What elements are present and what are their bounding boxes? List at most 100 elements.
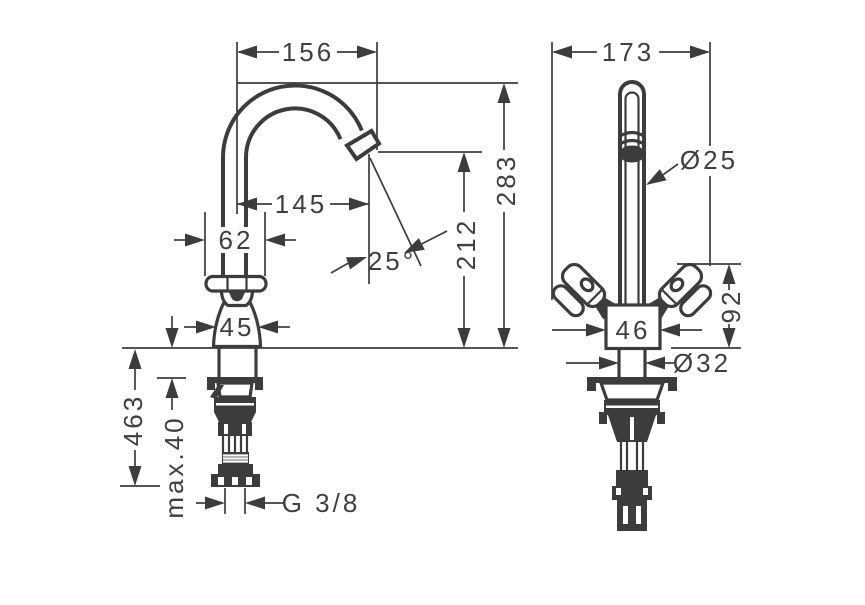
arrowhead	[196, 320, 216, 334]
dim-outlet-height: 212	[378, 151, 482, 348]
handle-stem	[228, 290, 246, 302]
dim-handle-height: 92	[671, 263, 746, 349]
spout-column-outline	[618, 80, 646, 306]
faucet-front	[551, 80, 720, 531]
washer	[598, 381, 666, 402]
arrowhead	[690, 45, 710, 59]
cross-handle-left	[551, 262, 618, 320]
arrowhead	[165, 328, 179, 348]
connector-slit	[232, 477, 238, 485]
arrowhead	[404, 238, 425, 253]
clamp-clip	[210, 385, 224, 399]
dimensions-side: 25° 156 145	[118, 37, 521, 519]
arrowhead	[128, 466, 142, 486]
coupling	[218, 464, 253, 474]
arrowhead	[497, 83, 511, 103]
below-deck-length-label: 463	[118, 394, 148, 446]
dim-below-deck-length: 463	[118, 349, 160, 487]
spray-angle-label: 25°	[368, 246, 416, 276]
handle-arm-line	[586, 288, 604, 306]
arrowhead	[346, 257, 367, 270]
arrowhead	[646, 169, 667, 185]
body-cone	[211, 296, 263, 349]
leader-line	[662, 163, 679, 176]
arrowhead	[457, 328, 471, 348]
underdeck-front	[587, 377, 677, 531]
spout-band	[619, 130, 645, 146]
spout-column-inner	[624, 91, 640, 306]
arrowhead	[660, 323, 680, 337]
connector-block	[612, 486, 652, 500]
clamp-taper	[214, 412, 256, 422]
dim-base-width: 45	[184, 312, 290, 342]
side-tab	[657, 412, 665, 424]
dim-body-width: 46	[552, 315, 702, 345]
nut-slit	[224, 424, 228, 434]
arrowhead	[258, 320, 278, 334]
overall-height-label: 283	[491, 154, 521, 206]
clamp-slit	[216, 403, 254, 406]
dim-overall-width: 173	[551, 37, 711, 300]
arrowhead	[586, 323, 606, 337]
dim-supply-thread: G 3/8	[196, 488, 357, 518]
supply-pipes	[221, 436, 249, 455]
spout-reach-outlet-label: 145	[275, 189, 327, 219]
dim-spout-reach-outlet: 145	[237, 189, 369, 219]
flange-foot	[255, 383, 263, 390]
clamp-slit	[606, 405, 658, 408]
arrowhead	[497, 328, 511, 348]
leader-line	[330, 262, 349, 274]
arrowhead	[357, 45, 377, 59]
handle-height-label: 92	[716, 289, 746, 324]
arrowhead	[599, 356, 619, 370]
connector-slit	[246, 477, 252, 485]
mounting-flange	[207, 377, 263, 383]
flange-foot	[668, 383, 677, 391]
side-tab	[599, 412, 607, 424]
connector-lower	[617, 500, 647, 531]
connector-slit	[616, 488, 621, 495]
connector-slit	[643, 488, 648, 495]
arrowhead	[185, 233, 205, 247]
handle-cross-arm	[551, 284, 585, 318]
mixer-body	[604, 303, 662, 351]
spout-outlet-ellipse	[619, 145, 645, 163]
dim-handle-width: 62	[174, 212, 296, 276]
dim-spout-diameter: Ø25	[646, 145, 738, 185]
arrowhead	[552, 45, 572, 59]
dim-spray-angle: 25°	[330, 154, 448, 284]
dimensions-front: 173 Ø25 92	[551, 37, 746, 378]
dim-shank-diameter: Ø32	[566, 348, 731, 378]
arrowhead	[645, 356, 665, 370]
spout-aerator-tip	[344, 128, 382, 162]
arrowhead	[165, 378, 179, 398]
handle-arm	[560, 262, 607, 309]
arrowhead	[349, 197, 369, 211]
connector-slit	[218, 477, 224, 485]
coupling	[616, 470, 648, 486]
arrowhead	[205, 496, 225, 510]
connector-slit	[636, 506, 641, 524]
outlet-height-label: 212	[451, 218, 481, 270]
arrowhead	[245, 496, 265, 510]
supply-pipes	[619, 442, 645, 470]
shank-diameter-label: Ø32	[673, 348, 731, 378]
arrowhead	[265, 233, 285, 247]
mounting-nut	[218, 422, 252, 436]
arrowhead	[457, 152, 471, 172]
max-deck-thickness-label: max.40	[159, 415, 189, 518]
overall-width-label: 173	[602, 37, 654, 67]
arrowhead	[237, 197, 257, 211]
nut-slit	[242, 424, 246, 434]
underdeck-side	[207, 348, 263, 487]
dim-overall-height: 283	[237, 82, 521, 348]
front-view: 173 Ø25 92	[551, 37, 746, 531]
side-view: 25° 156 145	[118, 37, 521, 519]
handle-width-label: 62	[219, 225, 254, 255]
cross-handle-hub-lines	[226, 278, 248, 290]
spout-diameter-label: Ø25	[680, 145, 738, 175]
arrowhead	[237, 45, 257, 59]
